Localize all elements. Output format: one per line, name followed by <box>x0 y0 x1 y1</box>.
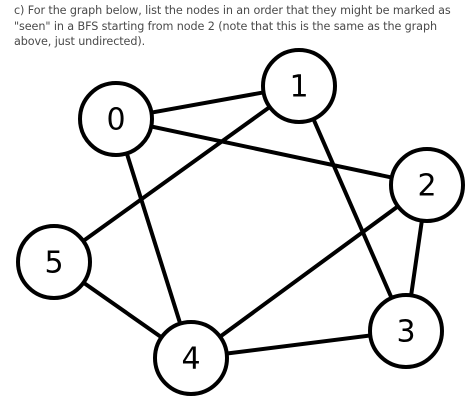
node-5-circle <box>16 224 92 300</box>
node-0: 0 <box>78 81 154 157</box>
question-text: c) For the graph below, list the nodes i… <box>14 4 451 49</box>
node-2: 2 <box>389 147 465 223</box>
node-4: 4 <box>153 320 229 396</box>
node-5: 5 <box>16 224 92 300</box>
edge-2-4 <box>189 183 429 360</box>
node-2-label: 2 <box>417 169 436 204</box>
node-1: 1 <box>261 48 337 124</box>
node-3-label: 3 <box>396 315 415 350</box>
node-3-circle <box>368 293 444 369</box>
edge-1-3 <box>297 84 408 333</box>
node-1-circle <box>261 48 337 124</box>
node-3: 3 <box>368 293 444 369</box>
edge-1-5 <box>52 84 301 264</box>
nodes-layer: 0 1 2 3 4 5 <box>16 48 465 396</box>
node-0-circle <box>78 81 154 157</box>
node-4-label: 4 <box>181 342 200 377</box>
edge-0-2 <box>114 117 429 187</box>
edge-0-4 <box>114 117 193 360</box>
node-5-label: 5 <box>44 246 63 281</box>
node-0-label: 0 <box>106 103 125 138</box>
node-2-circle <box>389 147 465 223</box>
node-4-circle <box>153 320 229 396</box>
node-1-label: 1 <box>289 70 308 105</box>
